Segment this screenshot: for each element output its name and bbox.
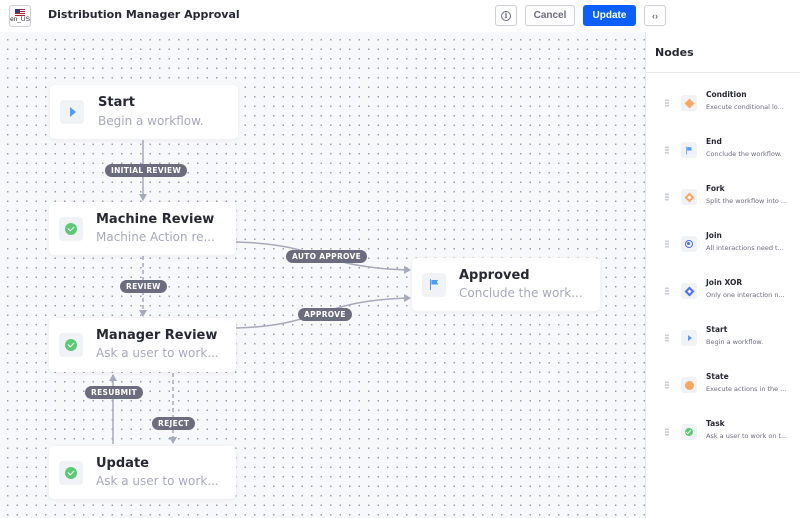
node-approved[interactable]: Approved Conclude the work...	[412, 258, 600, 311]
edge-label-auto-approve[interactable]: AUTO APPROVE	[286, 250, 368, 263]
edge-label-resubmit[interactable]: RESUBMIT	[85, 386, 143, 399]
code-icon: ‹›	[652, 10, 658, 21]
sidebar-item-label: Fork	[706, 184, 725, 193]
drag-handle-icon[interactable]	[665, 381, 669, 389]
drag-handle-icon[interactable]	[665, 428, 669, 436]
sidebar-icon-box	[681, 330, 697, 346]
edge-label-review[interactable]: REVIEW	[120, 280, 167, 293]
sidebar-item-fork[interactable]: Fork Split the workflow into ...	[646, 177, 800, 217]
flag-icon	[685, 146, 692, 154]
sidebar-icon-box	[681, 189, 697, 205]
check-circle-icon	[65, 222, 77, 235]
node-manager-review[interactable]: Manager Review Ask a user to work...	[49, 318, 236, 372]
sidebar-item-description: Execute actions in the ...	[706, 385, 787, 393]
drag-handle-icon[interactable]	[665, 240, 669, 248]
sidebar-item-label: State	[706, 372, 729, 381]
sidebar-item-description: Execute conditional lo...	[706, 103, 784, 111]
node-icon-box	[59, 333, 83, 357]
sidebar-icon-box	[681, 142, 697, 158]
sidebar-item-description: Conclude the workflow.	[706, 150, 782, 158]
node-description: Begin a workflow.	[98, 114, 204, 128]
check-circle-icon	[65, 466, 77, 479]
node-icon-box	[60, 100, 84, 124]
node-title: Start	[98, 95, 135, 110]
sidebar-item-label: Join	[706, 231, 722, 240]
sidebar-item-label: Task	[706, 419, 725, 428]
us-flag-icon	[15, 8, 25, 16]
node-icon-box	[422, 272, 446, 297]
workflow-title: Distribution Manager Approval	[48, 8, 240, 21]
sidebar-title: Nodes	[655, 46, 694, 59]
node-title: Update	[96, 456, 149, 471]
sidebar-item-description: Begin a workflow.	[706, 338, 764, 346]
play-icon	[687, 335, 692, 341]
sidebar-item-description: All interactions need t...	[706, 244, 784, 252]
node-description: Conclude the work...	[459, 286, 583, 300]
edge-label-approve[interactable]: APPROVE	[298, 308, 352, 321]
sidebar-item-start[interactable]: Start Begin a workflow.	[646, 318, 800, 358]
join-icon	[685, 240, 693, 248]
workflow-canvas[interactable]: Start Begin a workflow. Machine Review M…	[0, 32, 645, 518]
flag-icon	[429, 279, 439, 290]
sidebar-item-label: Condition	[706, 90, 747, 99]
check-circle-icon	[685, 428, 693, 436]
play-icon	[70, 107, 76, 117]
sidebar-item-description: Only one interaction n...	[706, 291, 785, 299]
top-toolbar: en_US Distribution Manager Approval i Ca…	[0, 0, 800, 32]
check-circle-icon	[65, 339, 77, 351]
sidebar-item-task[interactable]: Task Ask a user to work on t...	[646, 412, 800, 452]
sidebar-icon-box	[681, 424, 697, 440]
node-icon-box	[59, 216, 83, 241]
sidebar-icon-box	[681, 95, 697, 111]
state-icon	[684, 380, 694, 390]
condition-icon	[684, 98, 694, 108]
sidebar-item-join[interactable]: Join All interactions need t...	[646, 224, 800, 264]
nodes-sidebar: Nodes Condition Execute conditional lo..…	[645, 32, 800, 518]
node-description: Ask a user to work...	[96, 346, 219, 360]
info-icon: i	[501, 10, 511, 21]
sidebar-item-state[interactable]: State Execute actions in the ...	[646, 365, 800, 405]
node-title: Manager Review	[96, 328, 218, 343]
sidebar-icon-box	[681, 283, 697, 299]
node-update[interactable]: Update Ask a user to work...	[49, 446, 236, 499]
sidebar-item-label: End	[706, 137, 722, 146]
sidebar-item-description: Split the workflow into ...	[706, 197, 788, 205]
source-code-toggle-button[interactable]: ‹›	[644, 5, 666, 26]
sidebar-item-condition[interactable]: Condition Execute conditional lo...	[646, 83, 800, 123]
locale-selector-button[interactable]: en_US	[9, 5, 31, 27]
sidebar-icon-box	[681, 377, 697, 393]
drag-handle-icon[interactable]	[665, 146, 669, 154]
join-xor-icon	[684, 286, 694, 296]
drag-handle-icon[interactable]	[665, 287, 669, 295]
node-title: Machine Review	[96, 212, 215, 227]
fork-icon	[684, 192, 694, 202]
edge-label-reject[interactable]: REJECT	[152, 417, 196, 430]
node-icon-box	[59, 460, 83, 485]
drag-handle-icon[interactable]	[665, 193, 669, 201]
sidebar-item-description: Ask a user to work on t...	[706, 432, 788, 440]
node-description: Ask a user to work...	[96, 474, 219, 488]
drag-handle-icon[interactable]	[665, 334, 669, 342]
node-start[interactable]: Start Begin a workflow.	[50, 85, 238, 139]
sidebar-item-label: Start	[706, 325, 728, 334]
sidebar-icon-box	[681, 236, 697, 252]
edge-label-initial-review[interactable]: INITIAL REVIEW	[105, 164, 188, 177]
info-button[interactable]: i	[495, 5, 517, 26]
sidebar-divider	[646, 72, 800, 73]
node-title: Approved	[459, 268, 530, 283]
sidebar-item-label: Join XOR	[706, 278, 743, 287]
update-button[interactable]: Update	[583, 5, 636, 26]
cancel-button[interactable]: Cancel	[525, 5, 575, 26]
node-machine-review[interactable]: Machine Review Machine Action re...	[49, 202, 236, 255]
locale-label: en_US	[10, 15, 30, 23]
sidebar-item-end[interactable]: End Conclude the workflow.	[646, 130, 800, 170]
node-description: Machine Action re...	[96, 230, 215, 244]
sidebar-item-join-xor[interactable]: Join XOR Only one interaction n...	[646, 271, 800, 311]
drag-handle-icon[interactable]	[665, 99, 669, 107]
